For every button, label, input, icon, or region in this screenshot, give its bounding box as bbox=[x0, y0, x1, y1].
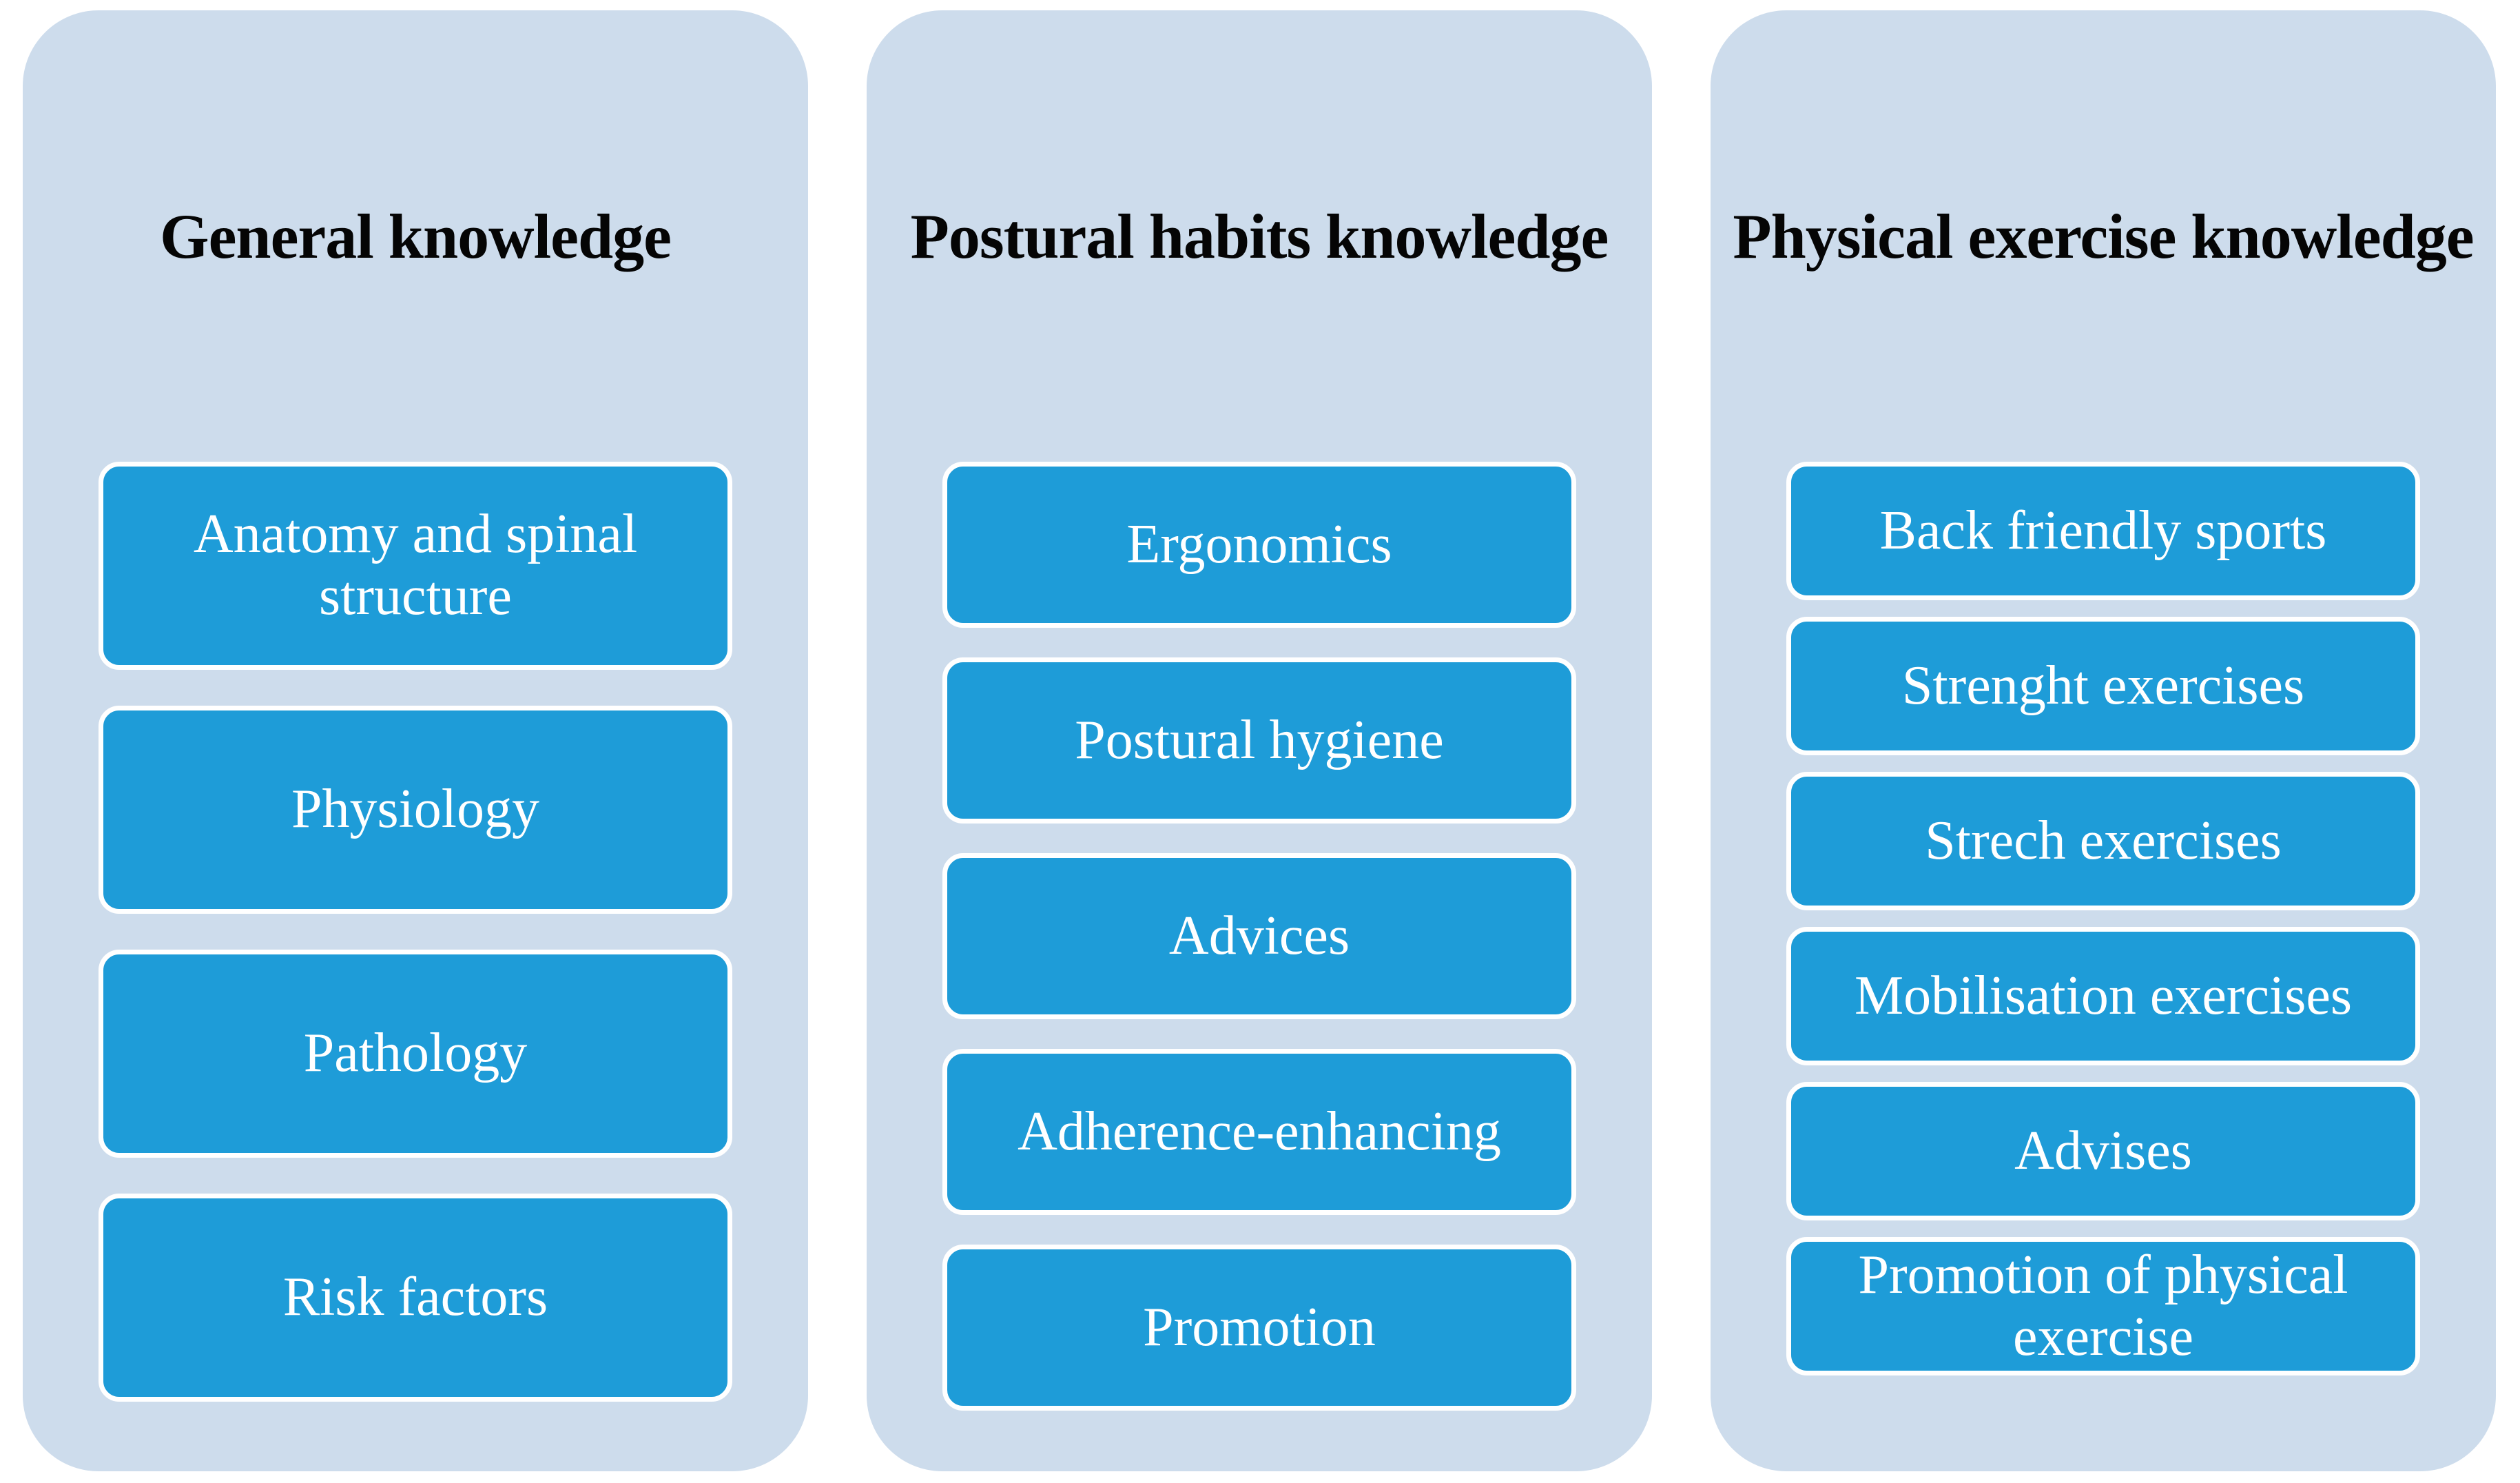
knowledge-item-box: Anatomy and spinal structure bbox=[99, 462, 732, 670]
column-title: Postural habits knowledge bbox=[910, 201, 1609, 272]
knowledge-item-box: Ergonomics bbox=[942, 462, 1576, 628]
knowledge-item-box: Mobilisation exercises bbox=[1786, 927, 2420, 1065]
knowledge-column-panel: Postural habits knowledge Ergonomics Pos… bbox=[867, 10, 1652, 1471]
knowledge-item-box: Physiology bbox=[99, 706, 732, 914]
knowledge-item-box: Back friendly sports bbox=[1786, 462, 2420, 600]
column-title-area: General knowledge bbox=[23, 10, 808, 462]
column-item-list: Anatomy and spinal structure Physiology … bbox=[23, 462, 808, 1402]
knowledge-item-box: Advices bbox=[942, 853, 1576, 1019]
knowledge-item-box: Postural hygiene bbox=[942, 657, 1576, 824]
knowledge-column-panel: Physical exercise knowledge Back friendl… bbox=[1711, 10, 2496, 1471]
knowledge-item-box: Advises bbox=[1786, 1082, 2420, 1220]
knowledge-item-box: Promotion of physical exercise bbox=[1786, 1237, 2420, 1375]
knowledge-column-panel: General knowledge Anatomy and spinal str… bbox=[23, 10, 808, 1471]
knowledge-item-box: Adherence-enhancing bbox=[942, 1049, 1576, 1215]
column-title-area: Physical exercise knowledge bbox=[1711, 10, 2496, 462]
column-title-area: Postural habits knowledge bbox=[867, 10, 1652, 462]
column-item-list: Ergonomics Postural hygiene Advices Adhe… bbox=[867, 462, 1652, 1411]
knowledge-item-box: Pathology bbox=[99, 950, 732, 1158]
column-title: General knowledge bbox=[160, 201, 672, 272]
knowledge-item-box: Risk factors bbox=[99, 1194, 732, 1402]
knowledge-item-box: Promotion bbox=[942, 1245, 1576, 1411]
column-item-list: Back friendly sports Strenght exercises … bbox=[1711, 462, 2496, 1375]
column-title: Physical exercise knowledge bbox=[1733, 201, 2474, 272]
knowledge-item-box: Strenght exercises bbox=[1786, 617, 2420, 755]
knowledge-item-box: Strech exercises bbox=[1786, 772, 2420, 910]
